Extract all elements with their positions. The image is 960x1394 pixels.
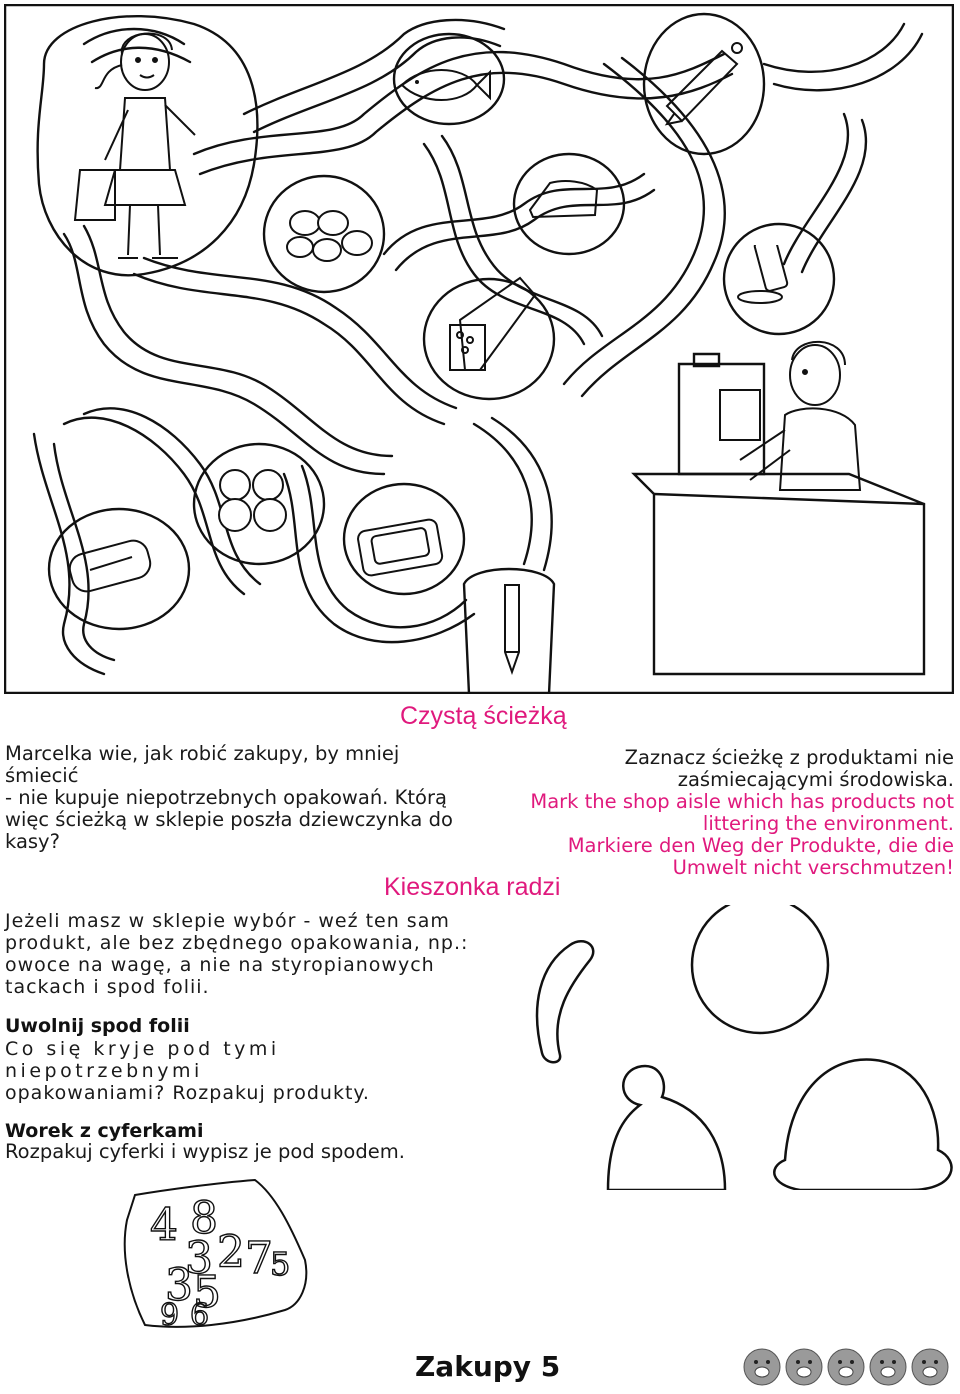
unwrap-heading: Uwolnij spod folii bbox=[5, 1015, 190, 1037]
pig-icon bbox=[911, 1348, 949, 1386]
tin-can-icon bbox=[68, 539, 152, 593]
tip-line: Jeżeli masz w sklepie wybór - weź ten sa… bbox=[5, 910, 450, 932]
task-de-line: Umwelt nicht verschmutzen! bbox=[672, 856, 954, 879]
bag-digit: 8 bbox=[190, 1193, 218, 1244]
bag-digit: 7 bbox=[245, 1233, 273, 1284]
ball-shape bbox=[690, 905, 830, 1035]
bag-digit: 6 bbox=[190, 1298, 209, 1333]
girl-figure bbox=[73, 32, 196, 259]
pig-icon bbox=[743, 1348, 781, 1386]
unwrap-line: Co się kryje pod tymi niepotrzebnymi bbox=[5, 1038, 280, 1082]
bag-digit: 2 bbox=[217, 1227, 245, 1278]
banana-shape bbox=[535, 940, 595, 1064]
numbers-bag: 4 8 3 2 7 5 3 5 9 6 bbox=[123, 1178, 308, 1334]
bag-digit: 3 bbox=[165, 1260, 193, 1311]
numbers-bag-heading: Worek z cyferkami bbox=[5, 1120, 204, 1142]
pencil-icon bbox=[504, 584, 520, 675]
task-en-line: littering the environment. bbox=[702, 812, 954, 835]
pig-icon bbox=[869, 1348, 907, 1386]
task-pl-line: zaśmiecającymi środowiska. bbox=[677, 768, 954, 791]
bag-digit: 5 bbox=[270, 1245, 290, 1283]
pig-icon bbox=[785, 1348, 823, 1386]
intro-line: więc ścieżką w sklepie poszła dziewczynk… bbox=[5, 808, 453, 831]
bag-digit: 9 bbox=[160, 1298, 179, 1333]
intro-text: Marcelka wie, jak robić zakupy, by mniej… bbox=[5, 743, 475, 853]
pig-icons-row bbox=[742, 1345, 954, 1389]
fish-icon bbox=[400, 69, 491, 101]
tip-line: produkt, ale bez zbędnego opakowania, np… bbox=[5, 932, 469, 954]
intro-line: kasy? bbox=[5, 830, 60, 853]
bag-digit: 4 bbox=[150, 1200, 178, 1251]
unwrap-text: Co się kryje pod tymi niepotrzebnymi opa… bbox=[5, 1038, 480, 1104]
tip-text: Jeżeli masz w sklepie wybór - weź ten sa… bbox=[5, 910, 475, 998]
cheese-icon bbox=[528, 180, 599, 219]
task-de-line: Markiere den Weg der Produkte, die die bbox=[567, 834, 954, 857]
footer-title: Zakupy 5 bbox=[415, 1350, 561, 1383]
tray-icon bbox=[357, 518, 444, 577]
cake-icon bbox=[449, 276, 537, 371]
tip-line: tackach i spod folii. bbox=[5, 976, 210, 998]
bag-digit: 5 bbox=[193, 1267, 221, 1318]
tip-title: Kieszonka radzi bbox=[384, 873, 561, 901]
tip-line: owoce na wagę, a nie na styropianowych bbox=[5, 954, 435, 976]
duck-shape bbox=[606, 1064, 727, 1190]
apples-icon bbox=[218, 469, 287, 532]
section-title: Czystą ścieżką bbox=[400, 702, 567, 730]
unwrap-shapes bbox=[535, 905, 953, 1190]
cashier-figure bbox=[719, 340, 862, 491]
intro-line: - nie kupuje niepotrzebnych opakowań. Kt… bbox=[5, 786, 447, 809]
bag-digit: 3 bbox=[185, 1233, 213, 1284]
numbers-bag-instruction: Rozpakuj cyferki i wypisz je pod spodem. bbox=[5, 1140, 405, 1163]
task-en-line: Mark the shop aisle which has products n… bbox=[530, 790, 954, 813]
task-pl-line: Zaznacz ścieżkę z produktami nie bbox=[624, 746, 954, 769]
pig-icons bbox=[743, 1348, 949, 1386]
ruler-icon bbox=[664, 42, 743, 126]
intro-line: Marcelka wie, jak robić zakupy, by mniej… bbox=[5, 742, 400, 787]
unwrap-line: opakowaniami? Rozpakuj produkty. bbox=[5, 1082, 370, 1104]
sausage-icon bbox=[737, 245, 789, 304]
pig-icon bbox=[827, 1348, 865, 1386]
task-instructions: Zaznacz ścieżkę z produktami nie zaśmiec… bbox=[490, 747, 954, 879]
maze-illustration bbox=[4, 4, 954, 694]
pastries-icon bbox=[286, 210, 373, 262]
hat-shape bbox=[773, 1058, 953, 1190]
